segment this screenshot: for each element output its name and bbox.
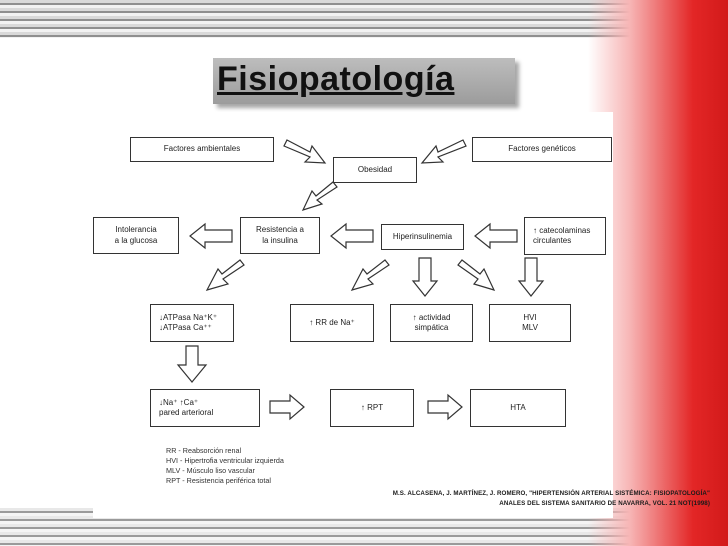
node-resistencia: Resistencia a la insulina [240, 217, 320, 254]
node-rr-na: ↑ RR de Na⁺ [290, 304, 374, 342]
legend-item: RR - Reabsorción renal [166, 446, 242, 455]
diagram-legend: RR - Reabsorción renal HVI - Hipertrofia… [166, 446, 284, 486]
node-hta: HTA [470, 389, 566, 427]
node-intolerancia: Intolerancia a la glucosa [93, 217, 179, 254]
citation-line-2: ANALES DEL SISTEMA SANITARIO DE NAVARRA,… [499, 499, 710, 507]
node-hiperinsulinemia: Hiperinsulinemia [381, 224, 464, 250]
node-catecolaminas: ↑ catecolaminas circulantes [524, 217, 606, 255]
node-factores-ambientales: Factores ambientales [130, 137, 274, 162]
node-na-ca: ↓Na⁺ ↑Ca⁺ pared arterioral [150, 389, 260, 427]
node-hvi-mlv: HVI MLV [489, 304, 571, 342]
legend-item: MLV - Músculo liso vascular [166, 466, 255, 475]
citation: M.S. ALCASENA, J. MARTÍNEZ, J. ROMERO, "… [250, 489, 710, 508]
node-actividad: ↑ actividad simpática [390, 304, 473, 342]
node-factores-geneticos: Factores genéticos [472, 137, 612, 162]
legend-item: HVI - Hipertrofia ventricular izquierda [166, 456, 284, 465]
node-rpt: ↑ RPT [330, 389, 414, 427]
title-bar: Fisiopatología [213, 58, 515, 104]
node-atpasa: ↓ATPasa Na⁺K⁺ ↓ATPasa Ca⁺⁺ [150, 304, 234, 342]
legend-item: RPT - Resistencia periférica total [166, 476, 271, 485]
slide-title: Fisiopatología [217, 60, 455, 98]
node-obesidad: Obesidad [333, 157, 417, 183]
citation-line-1: M.S. ALCASENA, J. MARTÍNEZ, J. ROMERO, "… [392, 490, 710, 497]
